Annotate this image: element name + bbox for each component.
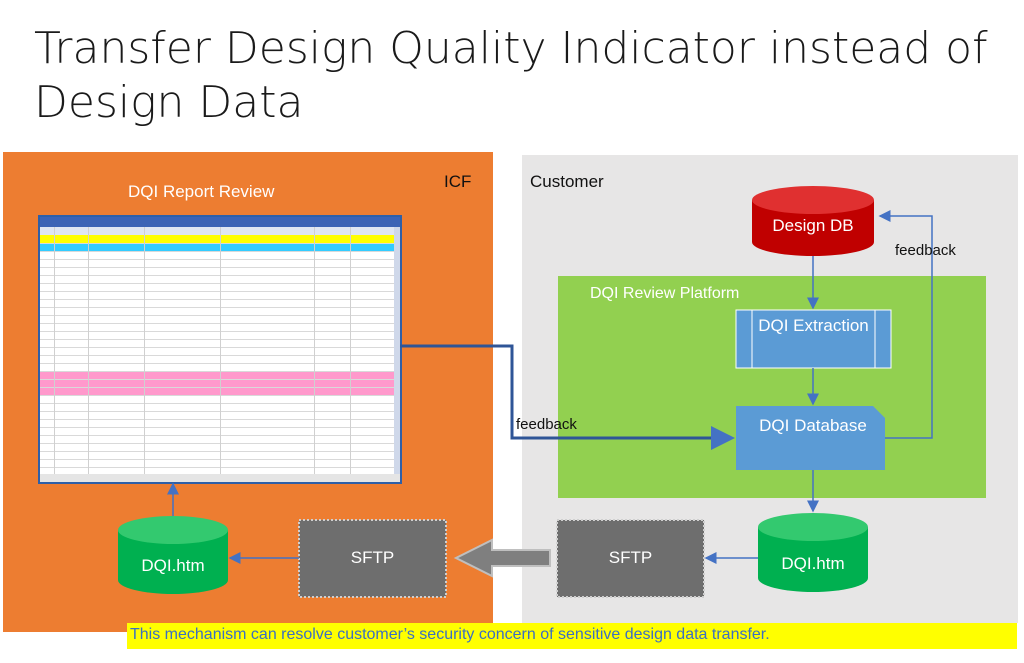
customer-dqi-htm-label: DQI.htm <box>781 554 845 573</box>
sheet-column-line <box>144 227 145 474</box>
customer-sftp-box <box>556 519 705 598</box>
platform-label: DQI Review Platform <box>590 285 740 302</box>
icf-dqi-htm-cylinder <box>118 516 228 594</box>
dqi-report-review-label: DQI Report Review <box>128 182 275 201</box>
feedback-loop-right <box>878 210 933 439</box>
sheet-column-line <box>314 227 315 474</box>
dqi-database-text: DQI Database <box>759 416 867 435</box>
sheet-scrollbar <box>394 227 400 474</box>
sheet-highlight-rows <box>40 371 394 395</box>
sheet-header-row <box>40 235 394 243</box>
sheet-column-line <box>350 227 351 474</box>
dqi-extraction-text: DQI Extraction <box>758 316 869 335</box>
sftp-transfer-arrow <box>453 538 551 578</box>
feedback-arrow-left <box>400 344 735 450</box>
dqi-report-spreadsheet <box>38 215 402 484</box>
icf-sftp-box <box>298 519 447 598</box>
highlight-bar <box>127 623 1017 649</box>
dqi-database-box <box>736 406 885 470</box>
sheet-column-line <box>54 227 55 474</box>
sheet-titlebar <box>40 217 400 227</box>
security-note: This mechanism can resolve customer’s se… <box>130 626 770 643</box>
icf-sftp-label: SFTP <box>350 548 395 567</box>
feedback-left-label: feedback <box>516 416 577 433</box>
design-db-cylinder <box>752 186 874 256</box>
sheet-column-line <box>88 227 89 474</box>
customer-sftp-label: SFTP <box>608 548 653 567</box>
dqi-extraction-label: DQI Extraction <box>752 314 875 338</box>
sheet-tabs <box>40 474 400 482</box>
design-db-label: Design DB <box>772 216 854 235</box>
dqi-extraction-box <box>735 309 892 369</box>
slide-title: Transfer Design Quality Indicator instea… <box>34 23 988 128</box>
icf-label: ICF <box>444 172 472 191</box>
sheet-section-row <box>40 243 394 251</box>
dqi-database-label: DQI Database <box>752 414 874 438</box>
sheet-column-line <box>220 227 221 474</box>
customer-label: Customer <box>530 172 604 191</box>
customer-dqi-htm-cylinder <box>758 513 868 592</box>
icf-dqi-htm-label: DQI.htm <box>141 556 205 575</box>
feedback-right-label: feedback <box>895 242 956 259</box>
